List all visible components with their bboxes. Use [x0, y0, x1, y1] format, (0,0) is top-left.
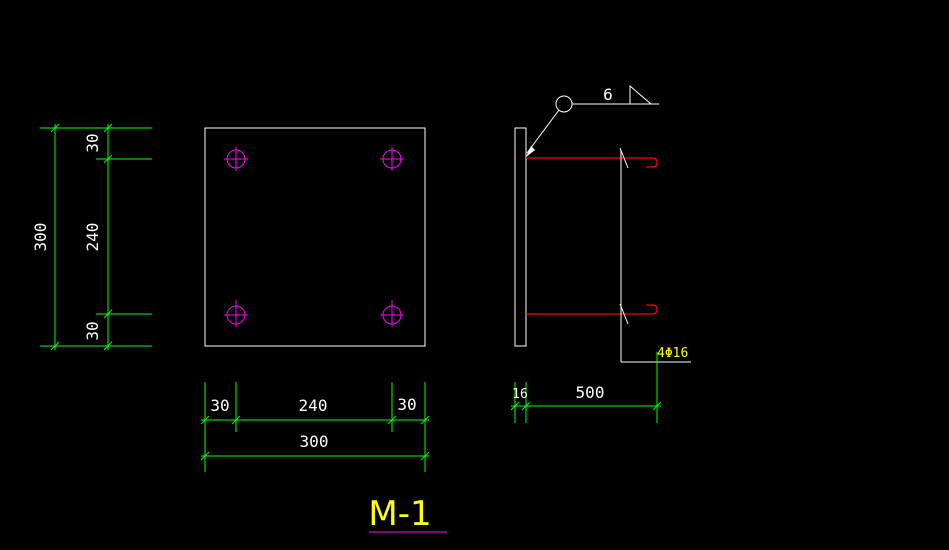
anchor-bar-top — [526, 157, 658, 168]
dim-left-top: 30 — [83, 133, 102, 152]
plate-outline — [204, 127, 426, 347]
drawing-title: M-1 — [368, 494, 431, 534]
dim-left-bottom: 30 — [83, 321, 102, 340]
dim-left-middle: 240 — [83, 223, 102, 252]
side-dimensions — [510, 352, 662, 423]
dim-bottom-middle: 240 — [299, 396, 328, 415]
side-plate — [514, 127, 527, 347]
dim-anchor-length: 500 — [576, 383, 605, 402]
anchor-bar-bottom — [526, 304, 658, 315]
bolt-hole-bottom-left — [224, 300, 248, 327]
weld-all-around-circle — [555, 95, 573, 113]
dim-left-overall: 300 — [31, 223, 50, 252]
dim-plate-thickness: 16 — [512, 387, 528, 402]
bolt-hole-top-left — [224, 147, 248, 171]
side-view: 4Φ16 6 — [514, 84, 691, 363]
rebar-callout-leader — [620, 150, 691, 363]
dim-bottom-overall: 300 — [300, 432, 329, 451]
bottom-dimensions — [200, 382, 430, 472]
weld-size: 6 — [603, 85, 613, 104]
bolt-hole-top-right — [380, 147, 404, 171]
fillet-weld-triangle — [629, 84, 653, 105]
dim-bottom-right: 30 — [397, 395, 416, 414]
left-dimensions — [40, 123, 152, 351]
bolt-hole-bottom-right — [380, 300, 404, 327]
weld-symbol — [526, 84, 659, 154]
leader-arrowhead — [526, 146, 535, 157]
rebar-note: 4Φ16 — [657, 346, 688, 361]
front-view — [204, 127, 426, 347]
dim-bottom-left: 30 — [210, 396, 229, 415]
